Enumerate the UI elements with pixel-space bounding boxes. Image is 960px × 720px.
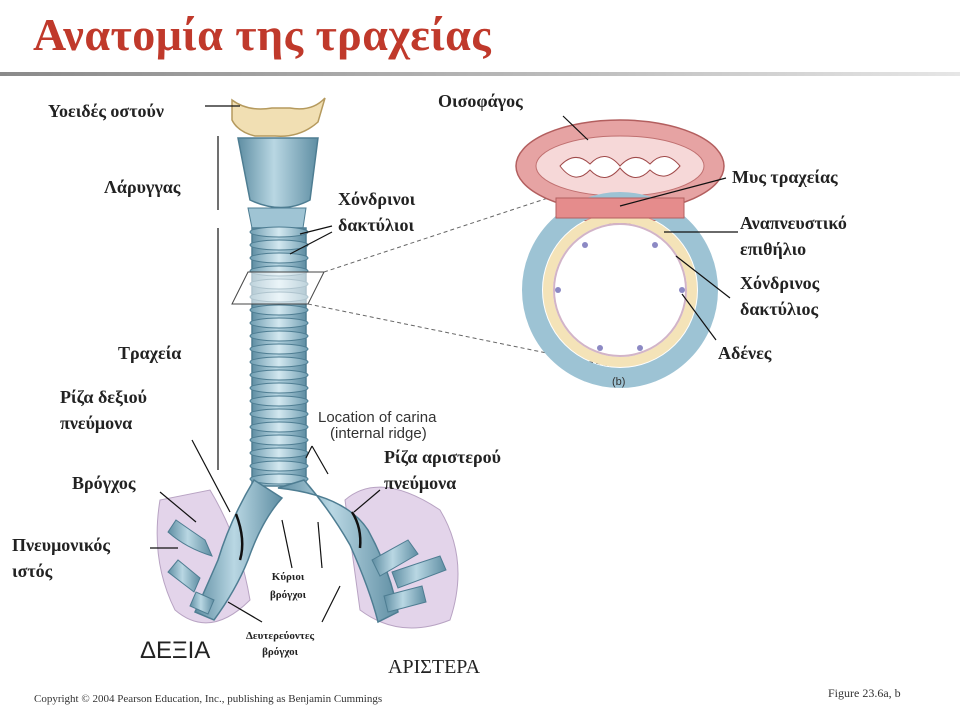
figure-caption: Figure 23.6a, b [828,686,901,700]
cartilage-ring [249,317,309,329]
cartilage-ring [249,447,309,459]
label-larynx: Λάρυγγας [104,177,181,197]
cartilage-ring [249,382,309,394]
label-left-side: ΑΡΙΣΤΕΡΑ [388,656,481,678]
cartilage-ring [249,356,309,368]
cartilage-ring [249,473,309,485]
larynx [237,137,319,229]
label-esophagus: Οισοφάγος [438,91,523,111]
label-glands: Αδένες [718,343,772,363]
cartilage-ring [249,343,309,355]
cartilage-ring [249,304,309,316]
cartilage-ring [249,330,309,342]
label-carina: Location of carina (internal ridge) [318,409,437,442]
label-cartilage-ring: Χόνδρινος δακτύλιος [740,273,820,319]
cartilage-ring [249,395,309,407]
label-right-side: ΔΕΞΙΑ [140,637,211,664]
cartilage-ring [249,226,309,238]
label-main-bronchi: Κύριοι βρόγχοι [270,571,307,601]
cartilage-ring [249,434,309,446]
cartilage-ring [249,460,309,472]
cartilage-ring [249,252,309,264]
title-divider [0,72,960,76]
label-trachealis-muscle: Μυς τραχείας [732,167,838,187]
bronchi [167,478,447,624]
label-resp-epithelium: Αναπνευστικό επιθήλιο [740,213,847,259]
label-hyoid: Υοειδές οστούν [48,101,164,121]
cross-section [515,119,725,388]
label-cartilage-rings: Χόνδρινοι δακτύλιοι [338,189,416,235]
label-left-root: Ρίζα αριστερού πνεύμονα [384,447,501,493]
label-lung-tissue: Πνευμονικός ιστός [12,535,110,581]
copyright: Copyright © 2004 Pearson Education, Inc.… [34,693,383,705]
label-trachea: Τραχεία [118,343,182,363]
page-title: Ανατομία της τραχείας [33,9,492,60]
label-bronchus: Βρόγχος [72,473,136,493]
cartilage-ring [249,369,309,381]
leader-lines [150,105,738,623]
section-plane [231,197,611,367]
label-panel-b: (b) [612,376,626,388]
hyoid-bone [231,97,326,137]
label-right-root: Ρίζα δεξιού πνεύμονα [60,387,147,433]
label-secondary-bronchi: Δευτερεύοντες βρόγχοι [246,630,315,658]
cartilage-ring [249,408,309,420]
cartilage-ring [249,421,309,433]
